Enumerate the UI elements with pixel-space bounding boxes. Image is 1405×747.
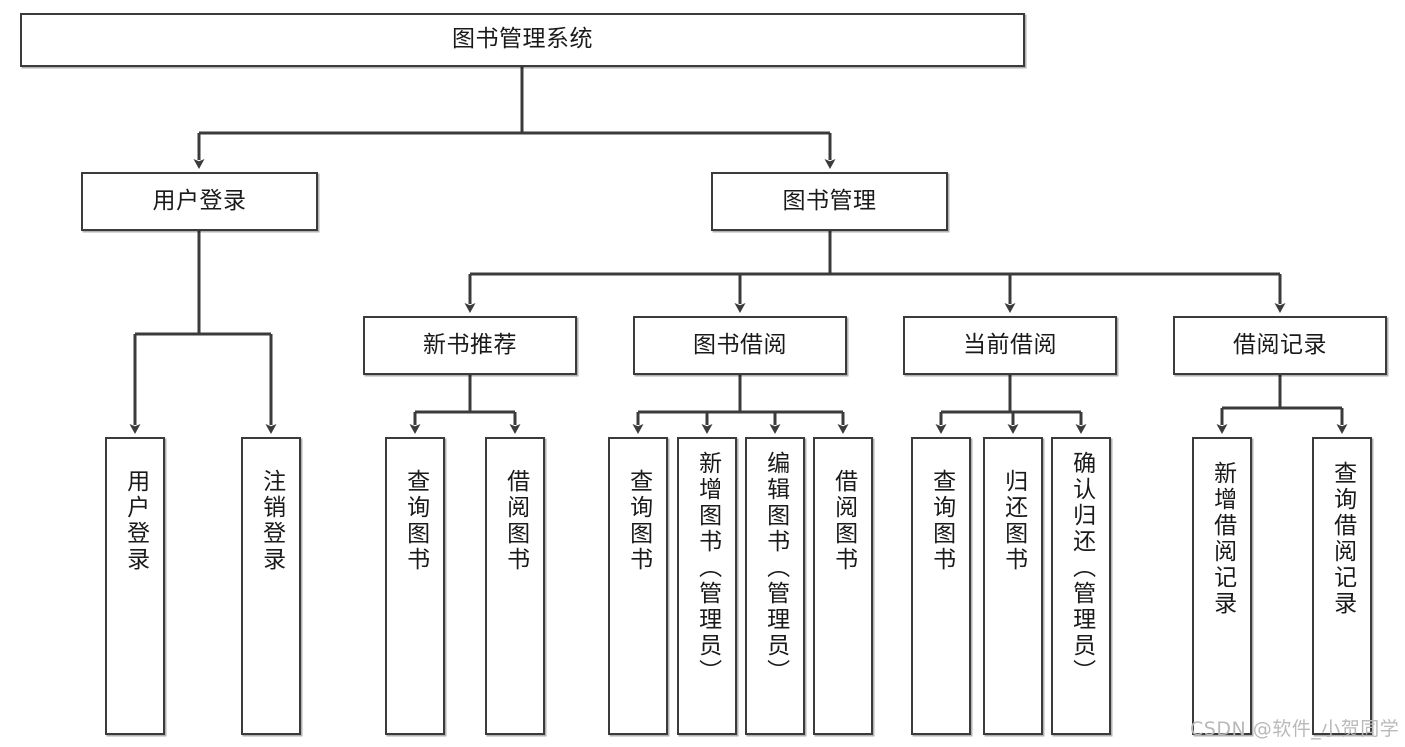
node-leaf-query-book-borrow-label: 查询图书 — [625, 469, 652, 573]
node-book-borrow-label: 图书借阅 — [693, 331, 787, 358]
node-leaf-edit-book[interactable]: 编辑图书（管理员） — [745, 437, 805, 735]
node-leaf-return-book-label: 归还图书 — [1000, 469, 1027, 573]
node-leaf-query-book-current[interactable]: 查询图书 — [911, 437, 971, 735]
node-new-book-recommend[interactable]: 新书推荐 — [363, 316, 577, 375]
node-leaf-confirm-return-label: 确认归还（管理员） — [1068, 451, 1095, 685]
node-borrow-record[interactable]: 借阅记录 — [1173, 316, 1387, 375]
node-leaf-logout-label: 注销登录 — [258, 469, 285, 573]
node-leaf-add-borrow-record-label: 新增借阅记录 — [1209, 461, 1236, 617]
node-leaf-query-borrow-record[interactable]: 查询借阅记录 — [1312, 437, 1372, 735]
node-user-login-label: 用户登录 — [152, 187, 247, 214]
node-leaf-logout[interactable]: 注销登录 — [241, 437, 301, 735]
node-leaf-edit-book-label: 编辑图书（管理员） — [762, 451, 789, 685]
node-leaf-return-book[interactable]: 归还图书 — [983, 437, 1043, 735]
node-leaf-borrow-book-recommend-label: 借阅图书 — [502, 469, 529, 573]
node-leaf-query-book-recommend[interactable]: 查询图书 — [385, 437, 445, 735]
node-book-management-label: 图书管理 — [782, 187, 877, 214]
node-leaf-add-book[interactable]: 新增图书（管理员） — [677, 437, 737, 735]
node-leaf-borrow-book-label: 借阅图书 — [830, 469, 857, 573]
node-leaf-borrow-book-recommend[interactable]: 借阅图书 — [485, 437, 545, 735]
node-leaf-user-login-label: 用户登录 — [122, 469, 149, 573]
node-leaf-query-book-current-label: 查询图书 — [928, 469, 955, 573]
node-current-borrow-label: 当前借阅 — [963, 331, 1057, 358]
node-user-login[interactable]: 用户登录 — [81, 172, 318, 231]
watermark: CSDN @软件_小贺同学 — [1190, 718, 1400, 740]
node-book-borrow[interactable]: 图书借阅 — [633, 316, 847, 375]
node-leaf-borrow-book[interactable]: 借阅图书 — [813, 437, 873, 735]
node-current-borrow[interactable]: 当前借阅 — [903, 316, 1117, 375]
node-leaf-add-borrow-record[interactable]: 新增借阅记录 — [1192, 437, 1252, 735]
node-leaf-confirm-return[interactable]: 确认归还（管理员） — [1051, 437, 1111, 735]
node-leaf-user-login[interactable]: 用户登录 — [105, 437, 165, 735]
node-book-management[interactable]: 图书管理 — [711, 172, 948, 231]
node-new-book-recommend-label: 新书推荐 — [423, 331, 517, 358]
node-leaf-query-borrow-record-label: 查询借阅记录 — [1329, 461, 1356, 617]
node-leaf-query-book-borrow[interactable]: 查询图书 — [608, 437, 668, 735]
node-leaf-add-book-label: 新增图书（管理员） — [694, 451, 721, 685]
node-borrow-record-label: 借阅记录 — [1233, 331, 1327, 358]
node-root[interactable]: 图书管理系统 — [20, 13, 1025, 67]
node-leaf-query-book-recommend-label: 查询图书 — [402, 469, 429, 573]
node-root-label: 图书管理系统 — [452, 26, 593, 53]
